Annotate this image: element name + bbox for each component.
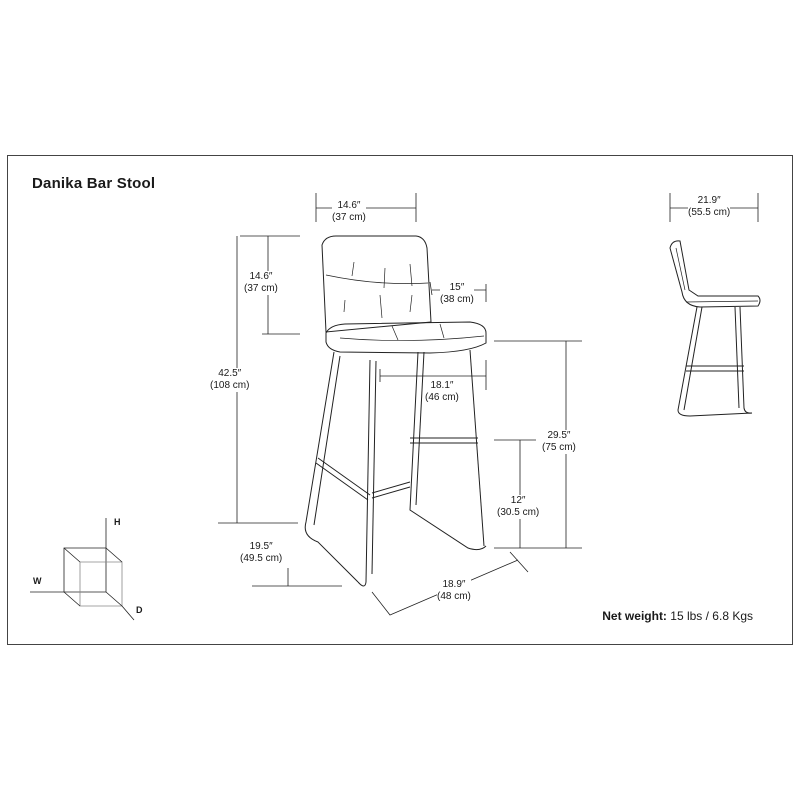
diagram-frame [7, 155, 793, 645]
base-depth-label: 18.9″(48 cm) [437, 579, 471, 603]
seat-depth-label: 18.1″(46 cm) [425, 380, 459, 404]
axis-w-label: W [33, 576, 42, 586]
side-depth-label: 21.9″(55.5 cm) [688, 195, 731, 219]
stool-front-view [304, 235, 487, 587]
seat-width-label: 14.6″(37 cm) [332, 200, 366, 224]
seat-height-label: 29.5″(75 cm) [542, 430, 576, 454]
stool-side-view [669, 240, 761, 417]
product-title: Danika Bar Stool [32, 175, 156, 192]
back-depth-label: 15″(38 cm) [440, 282, 474, 306]
axis-cube-icon [30, 518, 135, 621]
overall-height-label: 42.5″(108 cm) [210, 368, 250, 392]
axis-d-label: D [136, 605, 143, 615]
net-weight: Net weight: 15 lbs / 6.8 Kgs [602, 609, 753, 623]
base-width-label: 19.5″(49.5 cm) [240, 541, 283, 565]
net-weight-value: 15 lbs / 6.8 Kgs [670, 609, 753, 623]
footrest-height-label: 12″(30.5 cm) [497, 495, 540, 519]
net-weight-label: Net weight: [602, 609, 667, 623]
dimension-lines [218, 193, 759, 616]
axis-h-label: H [114, 517, 121, 527]
back-height-label: 14.6″(37 cm) [244, 271, 278, 295]
